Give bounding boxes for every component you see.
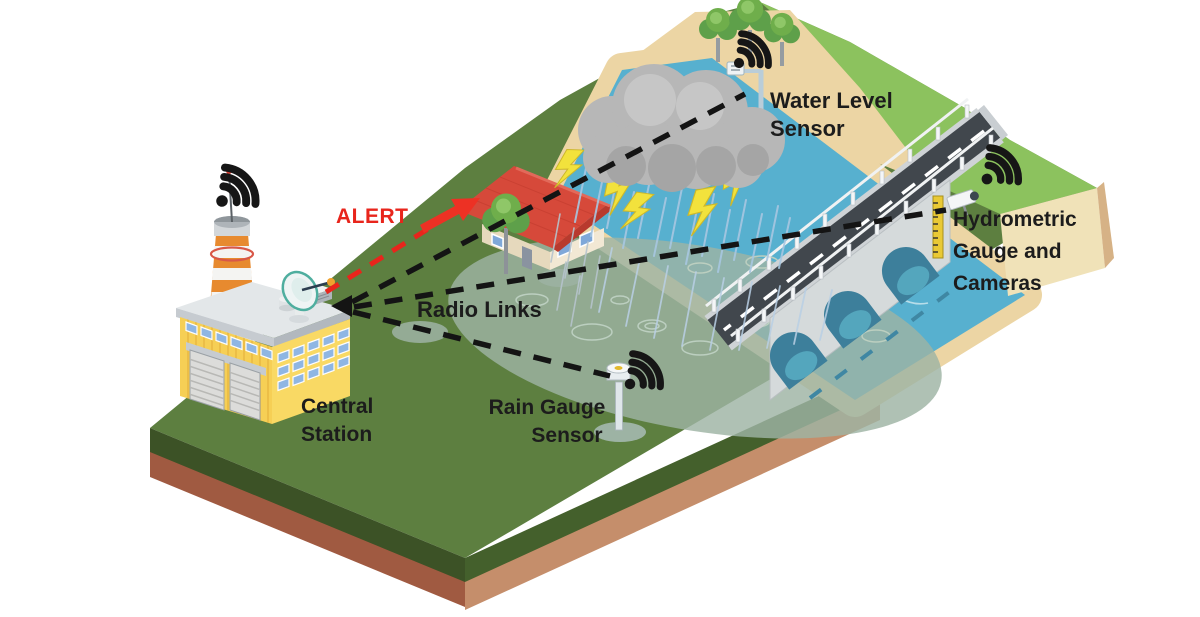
rain-gauge-label-line2: Sensor bbox=[531, 424, 602, 447]
bridge-arch bbox=[760, 322, 828, 390]
alert-dashed-line bbox=[324, 226, 430, 295]
hydrometric-label-line1: Hydrometric bbox=[953, 208, 1077, 231]
radio-link-line-hydrometric bbox=[353, 207, 947, 310]
central-station-label-line2: Station bbox=[301, 423, 372, 446]
soil-right-face bbox=[465, 392, 880, 610]
central-station-label-line1: Central bbox=[301, 395, 373, 418]
house bbox=[458, 166, 614, 274]
road-markings bbox=[722, 129, 986, 332]
hydrometric-gauge bbox=[932, 189, 979, 259]
alert-label: ALERT bbox=[336, 205, 409, 228]
central-station-building bbox=[176, 282, 350, 424]
house-door bbox=[522, 246, 532, 270]
radio-link-line-water-level bbox=[350, 91, 747, 305]
house-roof bbox=[458, 166, 614, 252]
soil-left-face bbox=[150, 452, 465, 607]
cliff-side-face bbox=[1097, 182, 1114, 268]
water-level-label-line2: Sensor bbox=[770, 116, 845, 141]
soil-left-grass-edge bbox=[150, 428, 465, 584]
alert-link bbox=[324, 198, 480, 295]
wifi-icon-central-station bbox=[202, 161, 263, 223]
bridge bbox=[760, 178, 962, 402]
road-end-cap bbox=[978, 105, 1008, 140]
camera-icon bbox=[946, 189, 979, 216]
bridge-arch bbox=[814, 281, 882, 349]
house-window bbox=[491, 232, 504, 250]
rain-gauge-label-line1: Rain Gauge bbox=[489, 396, 606, 419]
garage-door bbox=[229, 362, 261, 421]
storm-cloud bbox=[578, 64, 785, 192]
central-station bbox=[176, 168, 350, 424]
hydrometric-label-line3: Cameras bbox=[953, 272, 1042, 295]
tower-railing bbox=[209, 246, 255, 262]
alert-arrow-icon bbox=[420, 198, 480, 233]
cliff-front-face bbox=[1000, 188, 1105, 296]
hub-arrowhead-icon bbox=[331, 295, 352, 317]
tree-icon bbox=[482, 193, 530, 274]
satellite-dish-icon bbox=[281, 270, 335, 323]
bridge-arch bbox=[872, 237, 940, 305]
radio-links-group bbox=[350, 91, 947, 379]
radio-links-label: Radio Links bbox=[417, 297, 542, 322]
house-window bbox=[579, 229, 594, 249]
garage-door bbox=[189, 349, 225, 411]
hydrometric-label-line2: Gauge and bbox=[953, 240, 1062, 263]
radio-link-line-rain-gauge bbox=[352, 309, 611, 379]
water-level-label-line1: Water Level bbox=[770, 88, 893, 113]
